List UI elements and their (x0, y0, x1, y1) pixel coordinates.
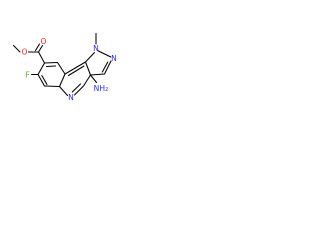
structure-canvas: N N N NH2 O O F (0, 0, 152, 152)
atom-n-ring: N (68, 93, 74, 102)
bond-oester-methyl (12, 44, 21, 53)
atom-o-ester: O (22, 48, 28, 57)
bond-c4-n5-double (71, 83, 82, 93)
bond-c9-c8 (43, 61, 59, 64)
molecule-structure: N N N NH2 O O F (12, 32, 117, 102)
bond-c6-c5a (43, 85, 61, 88)
bond-n2-c3-double (101, 61, 109, 73)
atom-nh2-sub: 2 (105, 87, 108, 93)
bond-c9a-c9b-double (67, 65, 85, 77)
bonds (12, 32, 112, 97)
bond-c4-nh2 (89, 74, 98, 84)
bond-carbonyl-o (37, 44, 44, 53)
bond-c8-carbonyl (37, 51, 46, 64)
bond-c9b-n1 (84, 51, 96, 63)
atom-fluorine: F (25, 71, 29, 80)
bond-c9a-c9 (56, 61, 66, 75)
bond-carbonyl-o-double (34, 43, 41, 52)
atom-n-pyrazole-2: N (111, 54, 117, 63)
atom-n-pyrazole-1: N (93, 44, 99, 53)
atom-nh2: NH2 (94, 84, 109, 94)
bond-c3a-c4 (82, 74, 92, 87)
bond-c7-c6 (37, 73, 46, 87)
bond-c8-c7 (37, 62, 46, 76)
bond-c3a-c9b (84, 61, 92, 76)
bond-c3-c3a (89, 73, 106, 76)
atom-nh2-main: NH (94, 84, 105, 93)
bond-n2-c3 (103, 60, 112, 75)
bond-c4-n5 (73, 85, 85, 96)
atom-labels: N N N NH2 O O F (22, 37, 117, 102)
bond-c9-c8-double (45, 65, 57, 68)
bond-c7-c6-double (41, 74, 48, 86)
atom-o-carbonyl: O (41, 37, 47, 46)
bond-n1-n2 (96, 49, 112, 58)
bond-c5a-c9a (58, 73, 66, 88)
bond-c9a-c9b (64, 61, 87, 75)
bond-n5-c5a (58, 85, 69, 97)
